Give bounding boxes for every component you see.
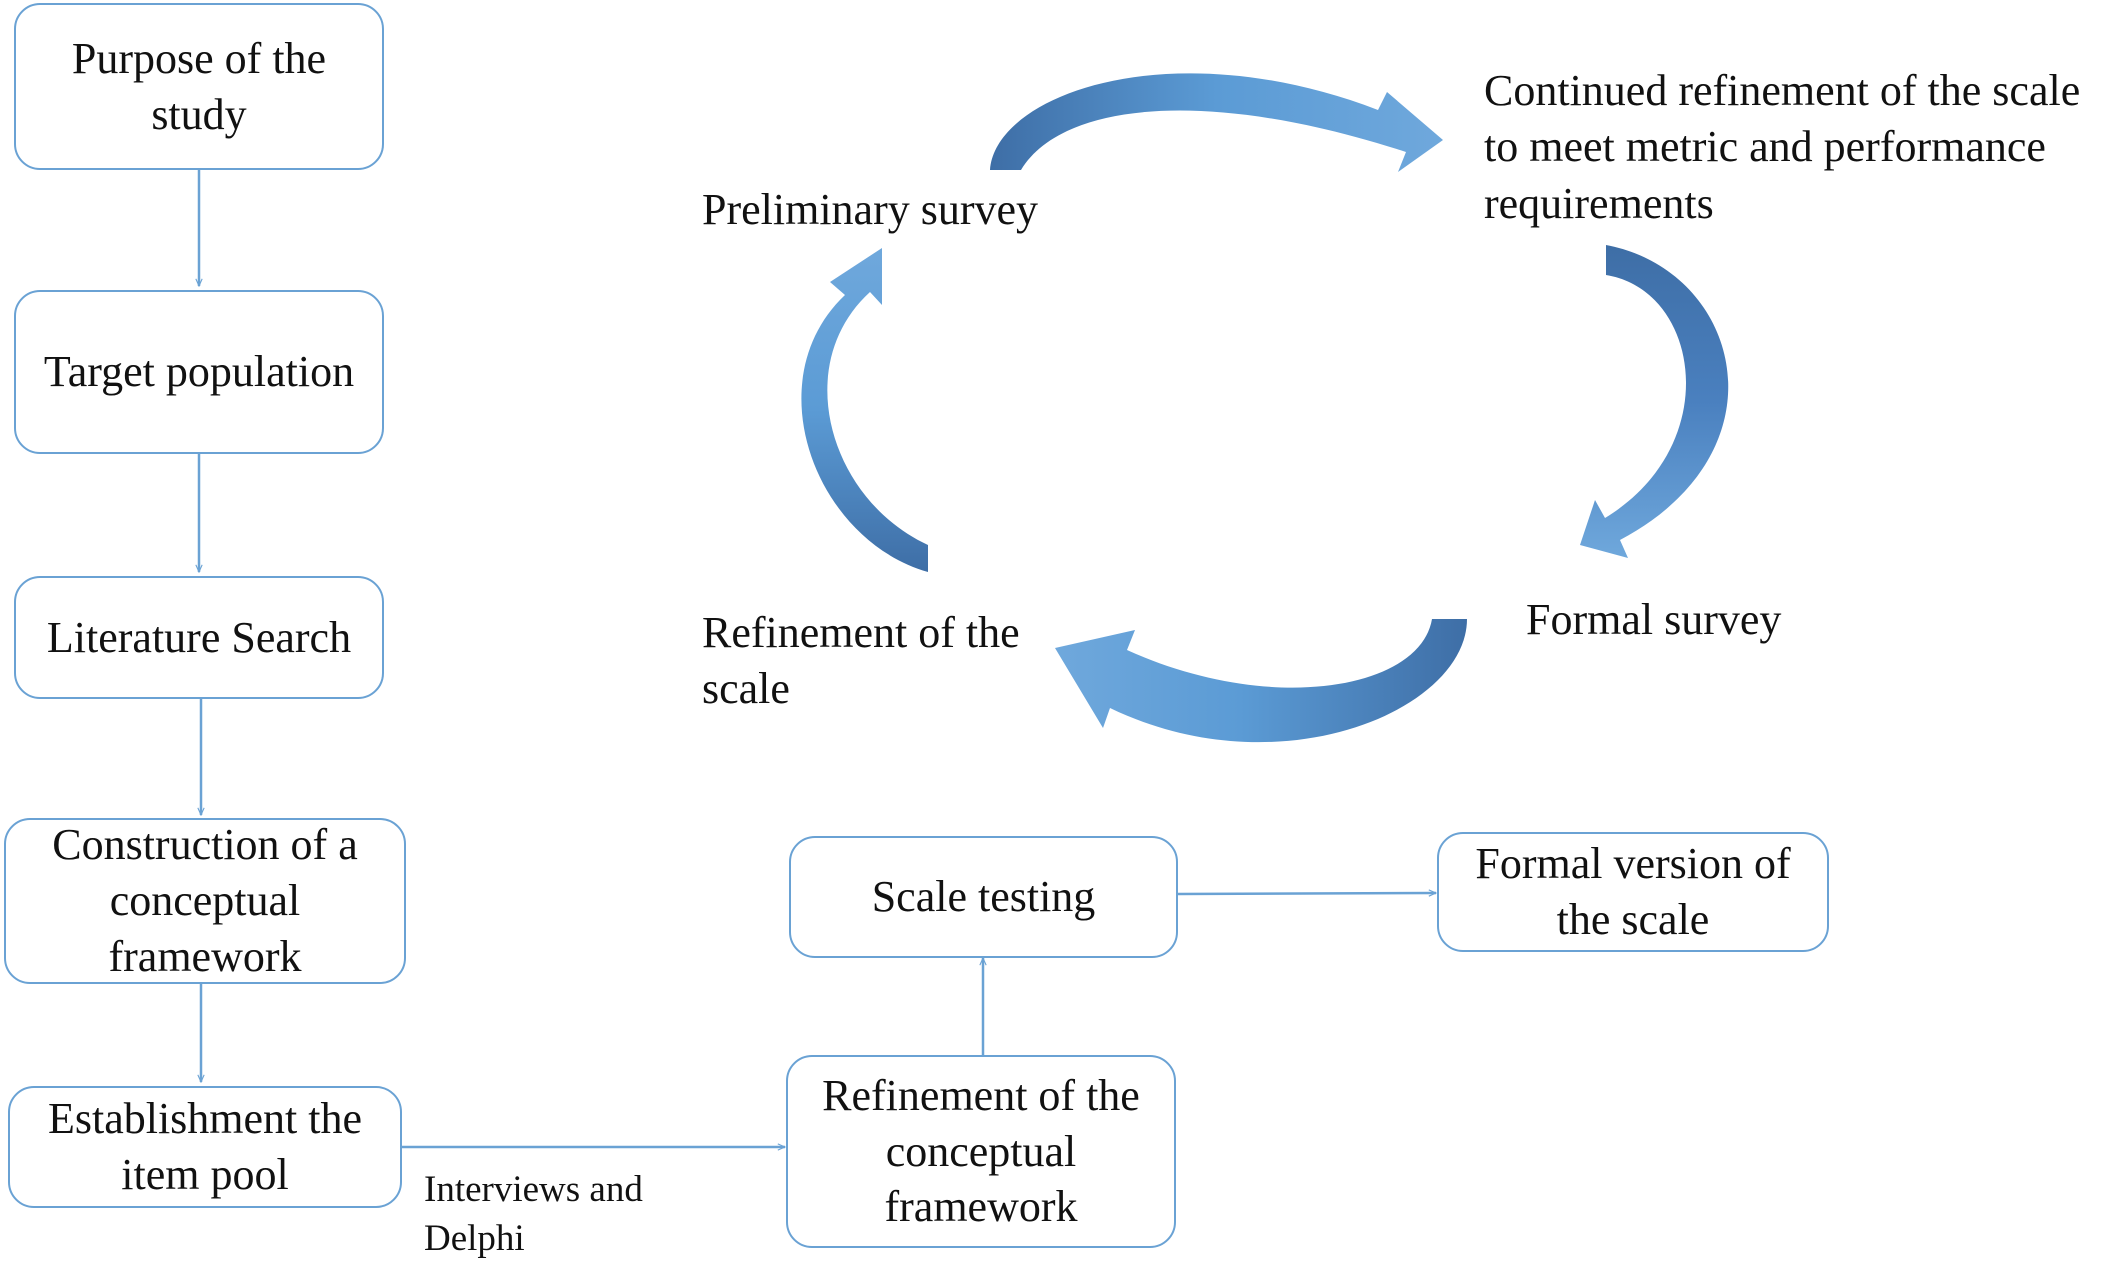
cycle-label-continued-refinement: Continued refinement of the scale to mee… xyxy=(1484,66,2081,228)
box-formal-version: Formal version of the scale xyxy=(1437,832,1829,952)
box-literature-search: Literature Search xyxy=(14,576,384,699)
box-construction-label: Construction of a conceptual framework xyxy=(52,820,358,981)
cycle-label-refinement-scale: Refinement of the scale xyxy=(702,608,1020,714)
box-refinement-conceptual-framework: Refinement of the conceptual framework xyxy=(786,1055,1176,1248)
cycle-label-formal-survey: Formal survey xyxy=(1526,595,1782,644)
box-scale-testing: Scale testing xyxy=(789,836,1178,958)
interviews-delphi-label: Interviews and Delphi xyxy=(424,1169,643,1259)
box-item-pool-label: Establishment the item pool xyxy=(47,1094,363,1199)
box-literature-label: Literature Search xyxy=(46,612,352,662)
cycle-arrow-top xyxy=(990,73,1443,172)
box-refinement-framework-label: Refinement of the conceptual framework xyxy=(822,1070,1140,1232)
box-scale-testing-label: Scale testing xyxy=(871,872,1096,922)
box-formal-version-label: Formal version of the scale xyxy=(1475,839,1791,944)
cycle-arrow-left xyxy=(801,248,928,572)
connector-scaletesting-formalversion xyxy=(1177,893,1436,894)
box-establishment-item-pool: Establishment the item pool xyxy=(8,1086,402,1208)
box-construction-framework: Construction of a conceptual framework xyxy=(4,818,406,984)
box-target-population: Target population xyxy=(14,290,384,454)
cycle-arrow-bottom xyxy=(1055,619,1467,743)
box-target-label: Target population xyxy=(43,347,355,397)
box-purpose-of-study: Purpose of the study xyxy=(14,3,384,170)
cycle-label-preliminary-survey: Preliminary survey xyxy=(702,185,1039,234)
cycle-arrow-right xyxy=(1580,245,1729,558)
box-purpose-label: Purpose of the study xyxy=(71,33,327,139)
